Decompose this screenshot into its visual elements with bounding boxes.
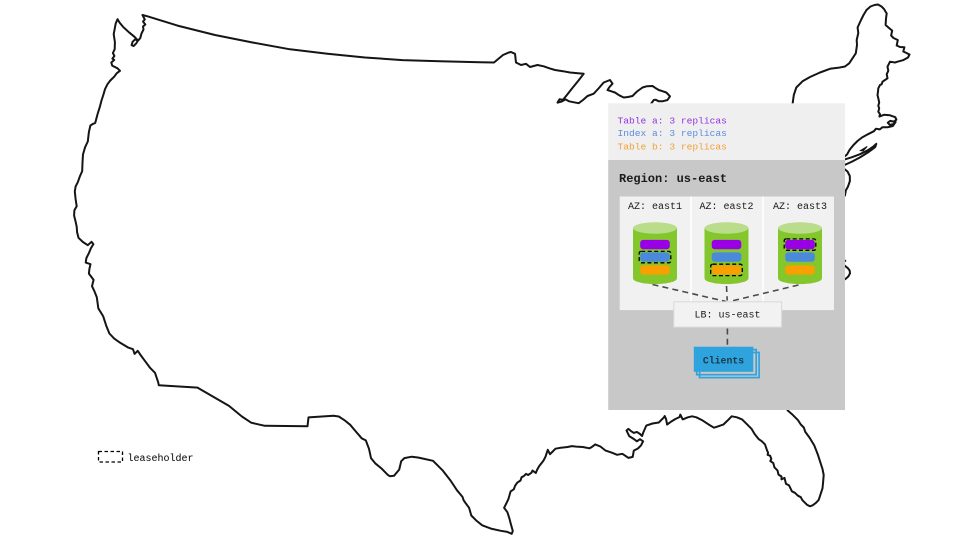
svg-text:AZ: east1: AZ: east1 (628, 202, 682, 213)
svg-text:Table a: 3 replicas: Table a: 3 replicas (618, 115, 727, 126)
svg-text:AZ: east2: AZ: east2 (699, 202, 753, 213)
svg-text:AZ: east3: AZ: east3 (773, 202, 827, 213)
svg-text:Region: us-east: Region: us-east (619, 172, 727, 186)
svg-text:leaseholder: leaseholder (128, 453, 194, 465)
svg-text:Clients: Clients (703, 355, 744, 366)
svg-text:LB: us-east: LB: us-east (694, 311, 760, 322)
svg-text:Index a: 3 replicas: Index a: 3 replicas (618, 128, 727, 139)
svg-text:Table b: 3 replicas: Table b: 3 replicas (618, 141, 727, 152)
